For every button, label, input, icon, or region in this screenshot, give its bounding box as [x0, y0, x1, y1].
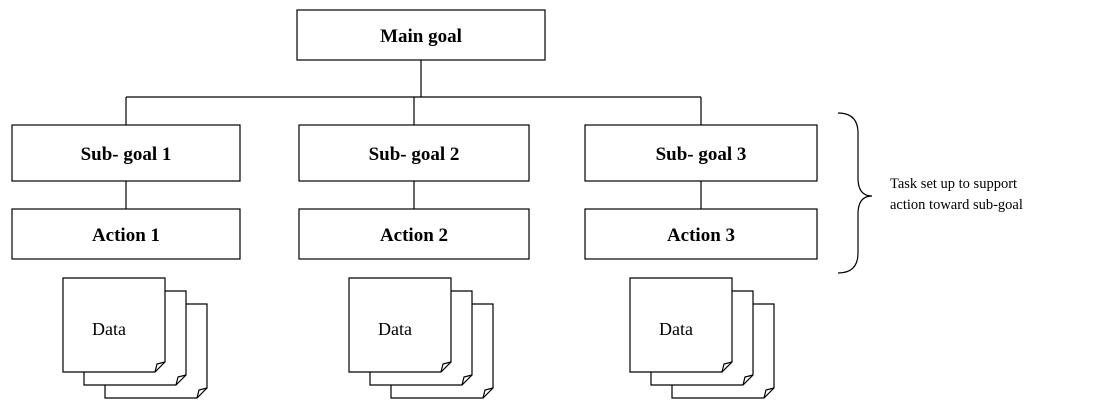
- sub-goal-label: Sub- goal 1: [81, 144, 172, 165]
- data-stack-2: Data: [348, 277, 494, 399]
- action-label: Action 1: [92, 225, 160, 246]
- sub-goal-label: Sub- goal 2: [369, 144, 460, 165]
- sub-goal-label: Sub- goal 3: [656, 144, 747, 165]
- action-label: Action 3: [667, 225, 735, 246]
- data-label: Data: [659, 319, 693, 339]
- data-label: Data: [378, 319, 412, 339]
- action-node-1: Action 1: [11, 208, 241, 260]
- action-node-3: Action 3: [584, 208, 818, 260]
- data-stack-3: Data: [629, 277, 775, 399]
- data-label: Data: [92, 319, 126, 339]
- sub-goal-node-1: Sub- goal 1: [11, 124, 241, 182]
- brace-note-line-2: action toward sub-goal: [890, 197, 1023, 213]
- curly-brace-icon: [837, 112, 873, 274]
- tree-connectors: [125, 60, 702, 209]
- brace-note-line-1: Task set up to support: [890, 176, 1017, 192]
- action-label: Action 2: [380, 225, 448, 246]
- main-goal-label: Main goal: [380, 26, 462, 47]
- data-stack-1: Data: [62, 277, 208, 399]
- action-node-2: Action 2: [298, 208, 530, 260]
- main-goal-node: Main goal: [296, 9, 546, 61]
- sub-goal-node-3: Sub- goal 3: [584, 124, 818, 182]
- sub-goal-node-2: Sub- goal 2: [298, 124, 530, 182]
